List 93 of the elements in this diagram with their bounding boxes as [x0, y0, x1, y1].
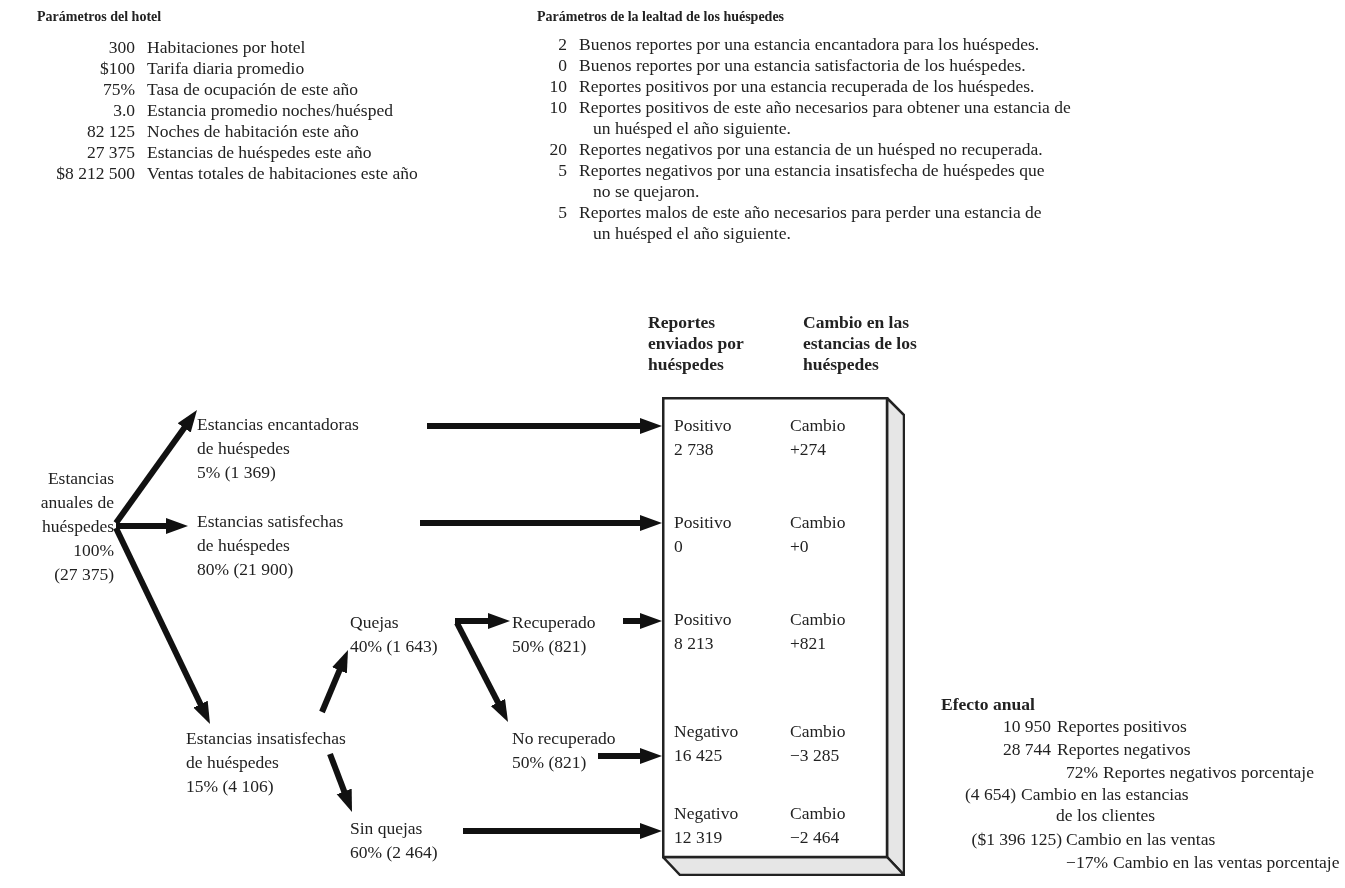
- parameter-description: Reportes negativos por una estancia de un huésped no recuperada.: [579, 139, 1044, 160]
- report-type: Positivo: [674, 608, 732, 631]
- stay-category-label: Estancias satisfechas de huéspedes: [197, 510, 345, 557]
- arrow: [420, 515, 662, 531]
- report-type: Positivo: [674, 511, 732, 534]
- change-label: Cambio: [790, 720, 846, 743]
- effect-value: ($1 396 125): [970, 829, 1062, 850]
- parameter-value: 27 375: [85, 142, 135, 163]
- parameter-description: Buenos reportes por una estancia satisfactoria de los huéspedes.: [579, 55, 1027, 76]
- arrow: [327, 752, 352, 812]
- arrow: [113, 526, 210, 724]
- stay-category-label: Estancias insatisfechas de huéspedes: [186, 727, 347, 774]
- report-count: 8 213: [674, 632, 714, 655]
- effect-description: Cambio en las ventas porcentaje: [1113, 852, 1340, 873]
- effect-description: Reportes positivos: [1057, 716, 1187, 737]
- stay-category-label: Recuperado: [512, 611, 596, 634]
- arrow: [463, 823, 662, 839]
- effect-value: 28 744: [1001, 739, 1051, 760]
- stay-percentage-label: 80% (21 900): [197, 558, 295, 581]
- effect-value: 72%: [1064, 762, 1098, 783]
- parameter-value: 20: [548, 139, 567, 160]
- arrow: [623, 613, 662, 629]
- change-label: Cambio: [790, 802, 846, 825]
- change-value: −3 285: [790, 744, 840, 767]
- report-count: 12 319: [674, 826, 723, 849]
- report-count: 0: [674, 535, 683, 558]
- parameter-value: 0: [557, 55, 567, 76]
- effect-description: Cambio en las estancias de los clientes: [1021, 784, 1190, 826]
- stay-percentage-label: 100% (27 375): [53, 539, 114, 586]
- parameter-value: 5: [557, 160, 567, 181]
- parameter-value: $8 212 500: [55, 163, 135, 184]
- report-type: Negativo: [674, 720, 739, 743]
- parameter-description: Habitaciones por hotel: [147, 37, 306, 58]
- parameter-value: 3.0: [112, 100, 135, 121]
- arrow: [116, 518, 188, 534]
- arrow: [598, 748, 662, 764]
- effect-description: Reportes negativos: [1057, 739, 1191, 760]
- parameter-description: Reportes positivos de este año necesarios para obtener una estancia de un huésped el año siguiente.: [579, 97, 1072, 139]
- parameter-value: 75%: [101, 79, 135, 100]
- stay-percentage-label: 60% (2 464): [350, 841, 438, 864]
- change-label: Cambio: [790, 511, 846, 534]
- report-count: 2 738: [674, 438, 714, 461]
- parameter-description: Reportes malos de este año necesarios para perder una estancia de un huésped el año siguiente.: [579, 202, 1043, 244]
- stay-category-label: No recuperado: [512, 727, 616, 750]
- report-type: Positivo: [674, 414, 732, 437]
- effect-description: Reportes negativos porcentaje: [1103, 762, 1314, 783]
- parameter-value: 2: [557, 34, 567, 55]
- change-value: +0: [790, 535, 809, 558]
- report-count: 16 425: [674, 744, 723, 767]
- stay-category-label: Quejas: [350, 611, 400, 634]
- parameter-value: $100: [99, 58, 135, 79]
- arrow: [454, 621, 508, 722]
- effect-value: −17%: [1065, 852, 1108, 873]
- report-type: Negativo: [674, 802, 739, 825]
- section-heading: Efecto anual: [941, 694, 1035, 715]
- column-heading: Reportes enviados por huéspedes: [648, 312, 745, 375]
- change-label: Cambio: [790, 608, 846, 631]
- parameter-description: Ventas totales de habitaciones este año: [147, 163, 418, 184]
- parameter-description: Estancia promedio noches/huésped: [147, 100, 393, 121]
- change-value: +821: [790, 632, 827, 655]
- parameter-value: 10: [548, 76, 567, 97]
- arrow: [427, 418, 662, 434]
- parameter-value: 82 125: [85, 121, 135, 142]
- stay-category-label: Estancias anuales de huéspedes: [39, 467, 114, 538]
- section-heading: Parámetros de la lealtad de los huéspedes: [537, 8, 785, 26]
- parameter-description: Tasa de ocupación de este año: [147, 79, 359, 100]
- column-heading: Cambio en las estancias de los huéspedes: [803, 312, 918, 375]
- stay-percentage-label: 5% (1 369): [197, 461, 277, 484]
- effect-description: Cambio en las ventas: [1066, 829, 1216, 850]
- change-label: Cambio: [790, 414, 846, 437]
- stay-category-label: Sin quejas: [350, 817, 424, 840]
- effect-value: 10 950: [1001, 716, 1051, 737]
- change-value: −2 464: [790, 826, 840, 849]
- parameter-description: Buenos reportes por una estancia encantadora para los huéspedes.: [579, 34, 1041, 55]
- stay-percentage-label: 50% (821): [512, 635, 588, 658]
- stay-category-label: Estancias encantadoras de huéspedes: [197, 413, 360, 460]
- parameter-description: Estancias de huéspedes este año: [147, 142, 372, 163]
- parameter-value: 5: [557, 202, 567, 223]
- parameter-description: Reportes negativos por una estancia insatisfecha de huéspedes que no se quejaron.: [579, 160, 1045, 202]
- arrow: [113, 410, 197, 525]
- parameter-description: Reportes positivos por una estancia recuperada de los huéspedes.: [579, 76, 1036, 97]
- arrow: [455, 613, 510, 629]
- parameter-value: 300: [107, 37, 135, 58]
- stay-percentage-label: 15% (4 106): [186, 775, 275, 798]
- parameter-value: 10: [548, 97, 567, 118]
- stay-percentage-label: 50% (821): [512, 751, 588, 774]
- change-value: +274: [790, 438, 827, 461]
- effect-value: (4 654): [963, 784, 1016, 805]
- section-heading: Parámetros del hotel: [37, 8, 162, 26]
- parameter-description: Noches de habitación este año: [147, 121, 359, 142]
- stay-percentage-label: 40% (1 643): [350, 635, 438, 658]
- arrow: [319, 650, 348, 714]
- parameter-description: Tarifa diaria promedio: [147, 58, 305, 79]
